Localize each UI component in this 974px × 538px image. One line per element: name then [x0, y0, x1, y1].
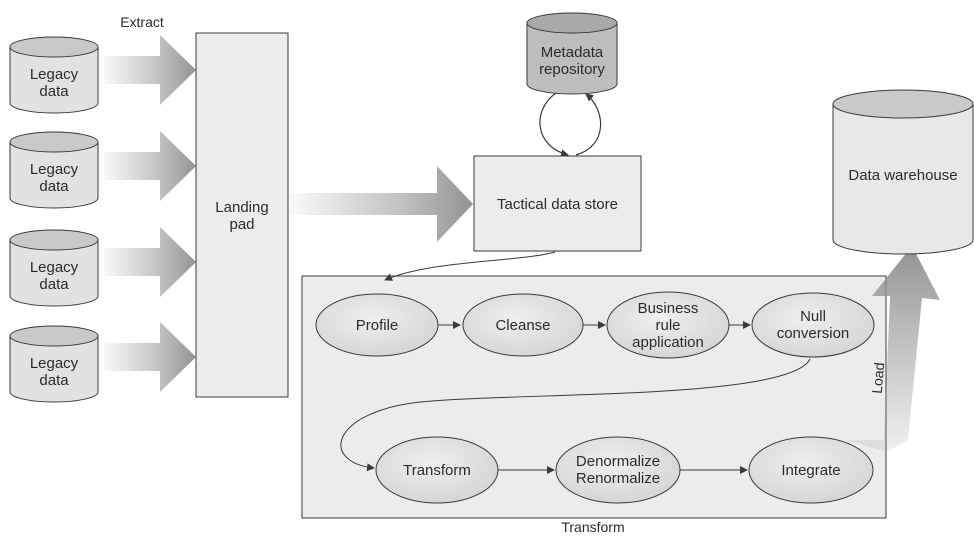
- landing-pad-box: [195, 32, 289, 398]
- tactical-data-store-label: Tactical data store: [497, 196, 618, 213]
- metadata-to-store-connector: [539, 92, 569, 158]
- transform-step-label: Transform: [403, 462, 471, 479]
- integrate-label: Integrate: [781, 462, 841, 479]
- legacy-data-cylinder-3: [9, 229, 99, 307]
- legacy-data-cylinder-4: [9, 325, 99, 403]
- extract-arrow-1: [103, 35, 196, 105]
- extract-arrow-2: [103, 131, 196, 201]
- data-warehouse-label: Data warehouse: [848, 167, 958, 184]
- extract-arrow-4: [103, 322, 196, 392]
- store-to-metadata-connector: [575, 93, 602, 156]
- extract-label: Extract: [120, 14, 164, 30]
- landing-to-store-arrow: [288, 166, 473, 242]
- metadata-repository-cylinder: [526, 12, 618, 95]
- cleanse-label: Cleanse: [495, 317, 551, 334]
- transform-caption: Transform: [561, 519, 625, 535]
- load-arrow: [846, 246, 940, 452]
- data-warehouse-cylinder: [832, 89, 974, 255]
- legacy-data-cylinder-1: [9, 36, 99, 114]
- null-to-transform-connector: [340, 358, 811, 472]
- integrate-step: [748, 436, 874, 504]
- extract-arrow-3: [103, 227, 196, 297]
- profile-label: Profile: [355, 317, 399, 334]
- tactical-data-store-box: [473, 155, 642, 252]
- null-conversion-step: [751, 292, 875, 358]
- store-to-profile-connector: [384, 251, 556, 281]
- legacy-data-cylinder-2: [9, 131, 99, 209]
